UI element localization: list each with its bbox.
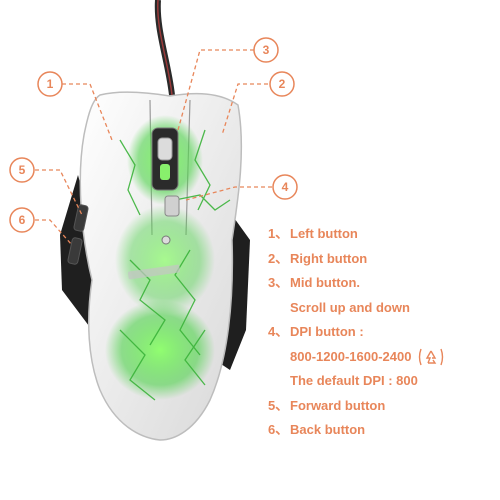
legend-continuation: Scroll up and down: [290, 299, 410, 315]
legend-num: 4、: [268, 324, 289, 339]
legend-item-dpi-values: 800-1200-1600-2400: [268, 345, 500, 370]
callout-6-label: 6: [19, 213, 26, 227]
legend-label: Mid button.: [290, 275, 361, 290]
legend-continuation: 800-1200-1600-2400: [290, 348, 412, 364]
callout-3-label: 3: [263, 43, 270, 57]
leader-1: [62, 83, 113, 141]
leader-3: [177, 49, 254, 131]
scroll-wheel[interactable]: [157, 137, 173, 161]
legend-item-dpi-button: 4、DPI button :: [268, 320, 500, 345]
legend-item-mid-button-desc: Scroll up and down: [268, 296, 500, 321]
dpi-button[interactable]: [164, 195, 180, 217]
callout-1: 1: [37, 71, 63, 97]
glow-center: [115, 205, 215, 315]
legend-item-mid-button: 3、Mid button.: [268, 271, 500, 296]
legend-label: DPI button :: [290, 324, 364, 339]
callout-4: 4: [272, 174, 298, 200]
legend-label: Back button: [290, 422, 366, 437]
forward-side-button[interactable]: [73, 204, 89, 232]
callout-5-label: 5: [19, 163, 26, 177]
leader-2: [221, 83, 268, 136]
callout-4-label: 4: [282, 180, 289, 194]
scroll-wheel-glow: [160, 164, 170, 180]
callout-6: 6: [9, 207, 35, 233]
glow-bottom: [105, 300, 215, 400]
legend-num: 2、: [268, 250, 289, 266]
legend-item-forward-button: 5、Forward button: [268, 394, 500, 419]
leader-4: [185, 186, 272, 201]
leader-lines: [35, 49, 272, 246]
legend-num: 3、: [268, 275, 289, 290]
recycle-icon: [417, 348, 445, 366]
legend-item-back-button: 6、Back button: [268, 418, 500, 443]
legend-item-default-dpi: The default DPI : 800: [268, 369, 500, 394]
button-legend: 1、Left button 2、Right button 3、Mid butto…: [268, 222, 500, 443]
legend-label: Right button: [290, 250, 368, 266]
legend-label: Forward button: [290, 397, 386, 413]
legend-item-left-button: 1、Left button: [268, 222, 500, 247]
back-side-button[interactable]: [67, 237, 83, 265]
leader-5: [35, 169, 83, 216]
cable-stripe: [157, 0, 173, 96]
legend-num: 1、: [268, 226, 289, 241]
logo-strip: [127, 264, 181, 280]
legend-num: 5、: [268, 397, 289, 413]
callout-1-label: 1: [47, 77, 54, 91]
leader-6: [35, 219, 73, 246]
dpi-indicator: [161, 235, 171, 245]
legend-label: Left button: [290, 226, 358, 241]
legend-num: 6、: [268, 422, 289, 437]
callout-2-label: 2: [279, 77, 286, 91]
callout-3: 3: [253, 37, 279, 63]
legend-continuation: The default DPI : 800: [290, 373, 418, 388]
callout-5: 5: [9, 157, 35, 183]
legend-item-right-button: 2、Right button: [268, 247, 500, 272]
callout-2: 2: [269, 71, 295, 97]
